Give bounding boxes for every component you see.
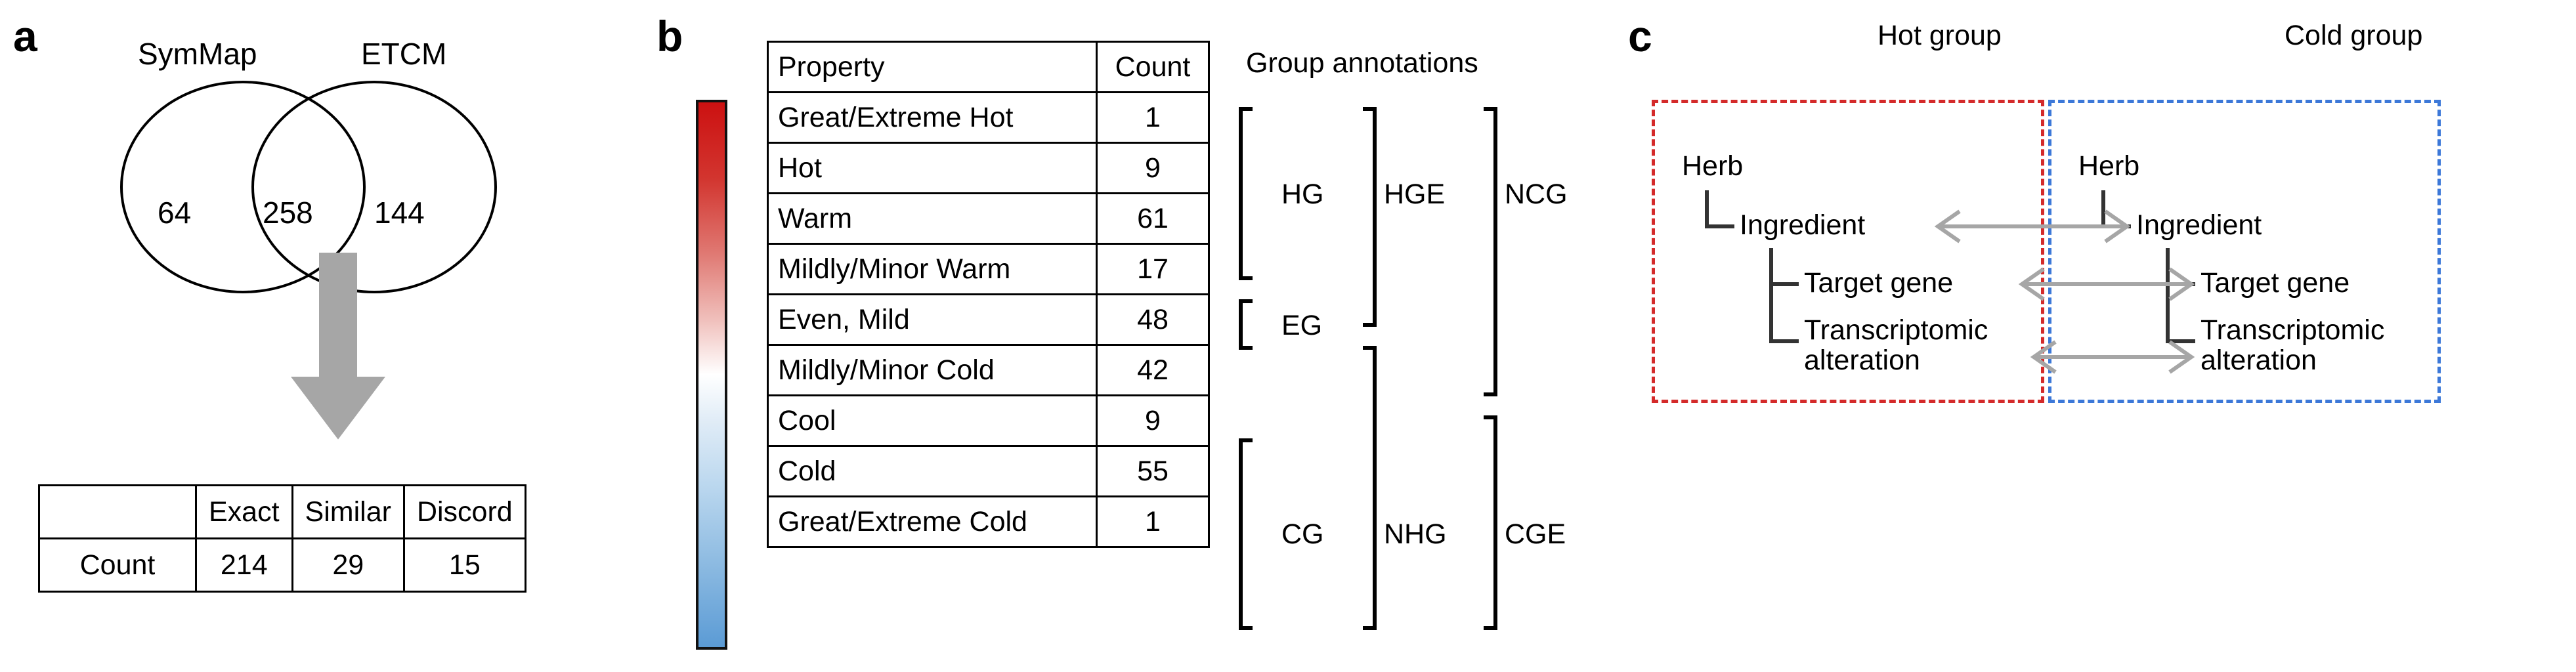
table-row: Hot 9 bbox=[767, 142, 1210, 194]
hot-group-title: Hot group bbox=[1878, 20, 2002, 51]
table-row: Cool 9 bbox=[767, 394, 1210, 447]
table-row: Great/Extreme Cold 1 bbox=[767, 495, 1210, 548]
count-even-mild: 48 bbox=[1096, 293, 1210, 346]
table-row: Count 214 29 15 bbox=[38, 537, 526, 593]
hot-cold-colorbar bbox=[696, 100, 727, 650]
header-cell-count: Count bbox=[1096, 41, 1210, 93]
table-row: Even, Mild 48 bbox=[767, 293, 1210, 346]
property-cold: Cold bbox=[767, 445, 1098, 497]
cell-similar-count: 29 bbox=[291, 537, 405, 593]
venn-diagram: SymMap ETCM 64 258 144 bbox=[98, 36, 571, 293]
cold-node-transcriptomic-alteration: Transcriptomic alteration bbox=[2200, 314, 2385, 377]
cold-node-herb: Herb bbox=[2078, 150, 2140, 182]
panel-b: b Property Count Great/Extreme Hot 1 Hot… bbox=[656, 12, 1568, 650]
header-cell-discord: Discord bbox=[402, 484, 526, 539]
property-mildly-minor-warm: Mildly/Minor Warm bbox=[767, 243, 1098, 295]
count-mildly-minor-cold: 42 bbox=[1096, 344, 1210, 396]
panel-c-letter: c bbox=[1628, 12, 1652, 60]
property-cool: Cool bbox=[767, 394, 1098, 447]
property-great-extreme-cold: Great/Extreme Cold bbox=[767, 495, 1098, 548]
count-hot: 9 bbox=[1096, 142, 1210, 194]
hot-node-herb: Herb bbox=[1682, 150, 1744, 182]
header-cell-property: Property bbox=[767, 41, 1098, 93]
property-even-mild: Even, Mild bbox=[767, 293, 1098, 346]
property-count-table: Property Count Great/Extreme Hot 1 Hot 9… bbox=[767, 41, 1210, 548]
property-mildly-minor-cold: Mildly/Minor Cold bbox=[767, 344, 1098, 396]
venn-count-symmap-only: 64 bbox=[158, 196, 192, 230]
count-mildly-minor-warm: 17 bbox=[1096, 243, 1210, 295]
cold-group-title: Cold group bbox=[2285, 20, 2423, 51]
count-warm: 61 bbox=[1096, 192, 1210, 245]
cold-node-target-gene: Target gene bbox=[2200, 267, 2350, 299]
panel-c: c Hot group Cold group Herb Ingredient T… bbox=[1628, 0, 2576, 672]
header-cell-similar: Similar bbox=[291, 484, 405, 539]
table-row: Mildly/Minor Cold 42 bbox=[767, 344, 1210, 396]
panel-c-connectors bbox=[1705, 190, 2195, 374]
bracket-label-ncg: NCG bbox=[1505, 178, 1568, 210]
count-cold: 55 bbox=[1096, 445, 1210, 497]
property-hot: Hot bbox=[767, 142, 1098, 194]
venn-circles bbox=[120, 81, 497, 293]
venn-count-etcm-only: 144 bbox=[374, 196, 425, 230]
property-great-extreme-hot: Great/Extreme Hot bbox=[767, 91, 1098, 144]
bracket-label-nhg: NHG bbox=[1384, 518, 1447, 550]
header-cell-exact: Exact bbox=[195, 484, 293, 539]
count-cool: 9 bbox=[1096, 394, 1210, 447]
bidirectional-arrow-icon bbox=[2030, 340, 2195, 374]
group-annotations-header: Group annotations bbox=[1246, 47, 1478, 79]
panel-b-letter: b bbox=[656, 12, 683, 60]
header-cell-blank bbox=[38, 484, 197, 539]
hot-node-target-gene: Target gene bbox=[1804, 267, 1954, 299]
bracket-label-eg: EG bbox=[1281, 310, 1323, 341]
venn-label-symmap: SymMap bbox=[138, 37, 257, 71]
bidirectional-arrow-icon bbox=[2018, 267, 2195, 301]
property-warm: Warm bbox=[767, 192, 1098, 245]
venn-count-intersection: 258 bbox=[263, 196, 313, 230]
table-row-header: Exact Similar Discord bbox=[38, 484, 526, 539]
hot-group-box bbox=[1652, 100, 2044, 403]
panel-a-letter: a bbox=[13, 12, 37, 60]
cell-discord-count: 15 bbox=[402, 537, 526, 593]
bracket-label-hge: HGE bbox=[1384, 178, 1446, 210]
table-row-header: Property Count bbox=[767, 41, 1210, 93]
concordance-table: Exact Similar Discord Count 214 29 15 bbox=[38, 484, 526, 593]
panel-a: a SymMap ETCM 64 258 144 Exact Similar D… bbox=[0, 0, 643, 672]
table-row: Great/Extreme Hot 1 bbox=[767, 91, 1210, 144]
hot-node-ingredient: Ingredient bbox=[1740, 209, 1866, 241]
venn-label-etcm: ETCM bbox=[361, 37, 447, 71]
bracket-label-cge: CGE bbox=[1505, 518, 1566, 550]
bracket-label-hg: HG bbox=[1281, 178, 1324, 210]
count-great-extreme-hot: 1 bbox=[1096, 91, 1210, 144]
cold-group-box bbox=[2048, 100, 2441, 403]
table-row: Cold 55 bbox=[767, 445, 1210, 497]
bidirectional-arrow-icon bbox=[1934, 209, 2131, 243]
bracket-label-cg: CG bbox=[1281, 518, 1324, 550]
hot-node-transcriptomic-alteration: Transcriptomic alteration bbox=[1804, 314, 1988, 377]
table-row: Warm 61 bbox=[767, 192, 1210, 245]
cold-node-ingredient: Ingredient bbox=[2136, 209, 2262, 241]
group-annotation-brackets bbox=[1239, 107, 1497, 630]
count-great-extreme-cold: 1 bbox=[1096, 495, 1210, 548]
down-arrow-icon bbox=[290, 253, 386, 440]
table-row: Mildly/Minor Warm 17 bbox=[767, 243, 1210, 295]
row-label-count: Count bbox=[38, 537, 197, 593]
cell-exact-count: 214 bbox=[195, 537, 293, 593]
